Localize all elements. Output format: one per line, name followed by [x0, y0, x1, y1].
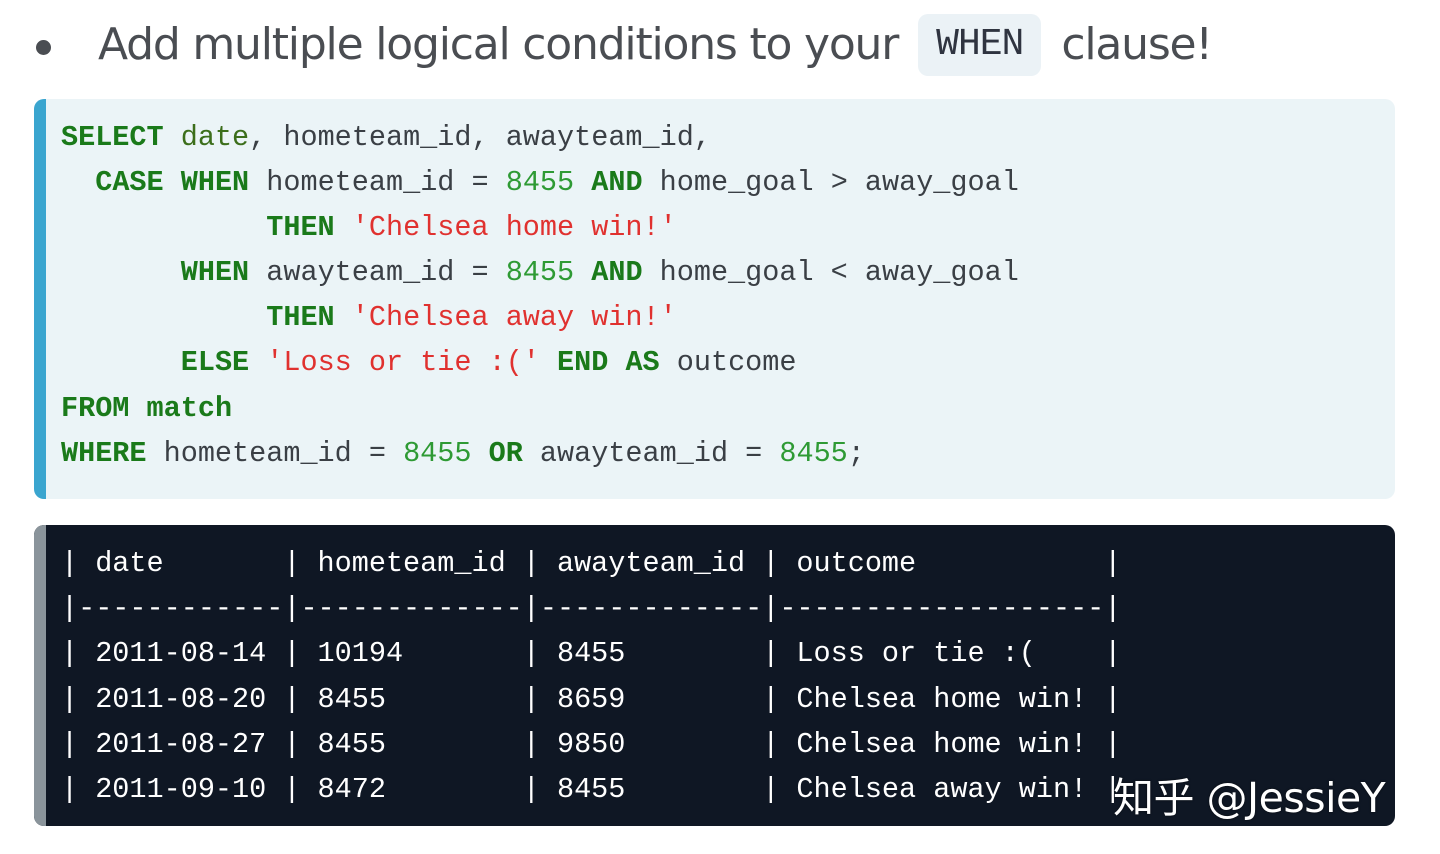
- code-token-kw: WHEN: [180, 166, 250, 200]
- output-row: | 2011-08-14 | 10194 | 8455 | Loss or ti…: [61, 637, 1122, 671]
- code-line: WHEN awayteam_id = 8455 AND home_goal < …: [61, 250, 1019, 295]
- code-line: FROM match: [61, 386, 1019, 431]
- code-token-plain: hometeam_id =: [146, 436, 404, 470]
- code-token-plain: [164, 166, 181, 199]
- code-token-kw: THEN: [266, 211, 335, 245]
- code-token-plain: home_goal > away_goal: [642, 166, 1019, 200]
- output-separator-row: |------------|-------------|------------…: [61, 592, 1122, 626]
- code-token-plain: hometeam_id =: [249, 166, 506, 200]
- code-token-plain: [335, 211, 352, 244]
- code-token-kw: SELECT: [61, 121, 164, 154]
- code-line: SELECT date, hometeam_id, awayteam_id,: [61, 115, 1019, 160]
- code-token-str: 'Loss or tie :(': [266, 346, 540, 380]
- code-token-plain: , hometeam_id, awayteam_id,: [249, 121, 711, 154]
- code-token-kw: AND: [591, 166, 643, 200]
- output-accent-bar: [34, 525, 46, 826]
- code-token-plain: home_goal < away_goal: [642, 256, 1019, 290]
- code-token-plain: outcome: [659, 346, 797, 380]
- code-lines: SELECT date, hometeam_id, awayteam_id, C…: [61, 115, 1019, 476]
- code-accent-bar: [34, 99, 46, 499]
- heading-before: Add multiple logical conditions to your: [98, 19, 899, 70]
- heading-after: clause!: [1061, 19, 1213, 70]
- code-token-kw: WHEN: [180, 256, 250, 290]
- code-token-plain: [574, 166, 591, 199]
- code-token-kw: AS: [625, 346, 660, 380]
- output-row: | 2011-09-10 | 8472 | 8455 | Chelsea awa…: [61, 772, 1122, 806]
- code-token-num: 8455: [505, 256, 575, 290]
- code-token-kw: CASE: [95, 166, 164, 200]
- output-row: | 2011-08-27 | 8455 | 9850 | Chelsea hom…: [61, 727, 1122, 761]
- code-token-plain: [608, 346, 625, 379]
- code-token-plain: [164, 121, 181, 154]
- code-token-plain: [574, 256, 591, 289]
- heading-text: Add multiple logical conditions to your W…: [98, 14, 1213, 76]
- code-token-plain: [61, 211, 266, 244]
- code-token-kw: match: [146, 391, 233, 425]
- code-token-plain: ;: [847, 436, 865, 470]
- code-line: ELSE 'Loss or tie :(' END AS outcome: [61, 340, 1019, 385]
- code-token-kw: AND: [591, 256, 643, 290]
- code-token-kw: FROM: [61, 391, 130, 425]
- bullet-heading: Add multiple logical conditions to your W…: [0, 0, 1440, 90]
- code-token-num: 8455: [505, 166, 575, 200]
- code-token-plain: [249, 346, 266, 379]
- code-token-kw: END: [557, 346, 609, 380]
- code-token-plain: [61, 256, 181, 289]
- code-token-plain: [335, 301, 352, 334]
- output-row: | 2011-08-20 | 8455 | 8659 | Chelsea hom…: [61, 682, 1122, 716]
- bullet-dot-icon: [36, 40, 51, 55]
- code-token-plain: [61, 301, 266, 334]
- query-output-block[interactable]: | date | hometeam_id | awayteam_id | out…: [34, 525, 1395, 826]
- code-token-kw: OR: [488, 436, 523, 470]
- code-token-plain: [471, 437, 488, 470]
- inline-code-when: WHEN: [918, 14, 1042, 76]
- output-lines: | date | hometeam_id | awayteam_id | out…: [61, 541, 1121, 812]
- code-token-str: 'Chelsea away win!': [351, 301, 677, 335]
- code-token-plain: [61, 166, 95, 199]
- code-line: CASE WHEN hometeam_id = 8455 AND home_go…: [61, 160, 1019, 205]
- code-token-plain: [540, 346, 557, 379]
- code-token-plain: [129, 392, 146, 425]
- sql-code-block[interactable]: SELECT date, hometeam_id, awayteam_id, C…: [34, 99, 1395, 499]
- watermark: 知乎 @JessieY: [1113, 774, 1386, 822]
- output-header-row: | date | hometeam_id | awayteam_id | out…: [61, 547, 1122, 580]
- code-token-str: 'Chelsea home win!': [351, 211, 677, 245]
- code-token-kw: THEN: [266, 301, 335, 335]
- code-token-num: 8455: [403, 436, 472, 470]
- code-token-plain: [61, 346, 181, 379]
- code-token-num: 8455: [779, 436, 848, 470]
- code-line: THEN 'Chelsea away win!': [61, 295, 1019, 340]
- code-token-kw: WHERE: [61, 436, 147, 470]
- code-token-plain: awayteam_id =: [522, 436, 780, 470]
- code-line: WHERE hometeam_id = 8455 OR awayteam_id …: [61, 431, 1019, 476]
- code-token-kw: ELSE: [180, 346, 250, 380]
- code-token-plain: awayteam_id =: [249, 256, 506, 290]
- code-token-fn: date: [180, 121, 250, 154]
- code-line: THEN 'Chelsea home win!': [61, 205, 1019, 250]
